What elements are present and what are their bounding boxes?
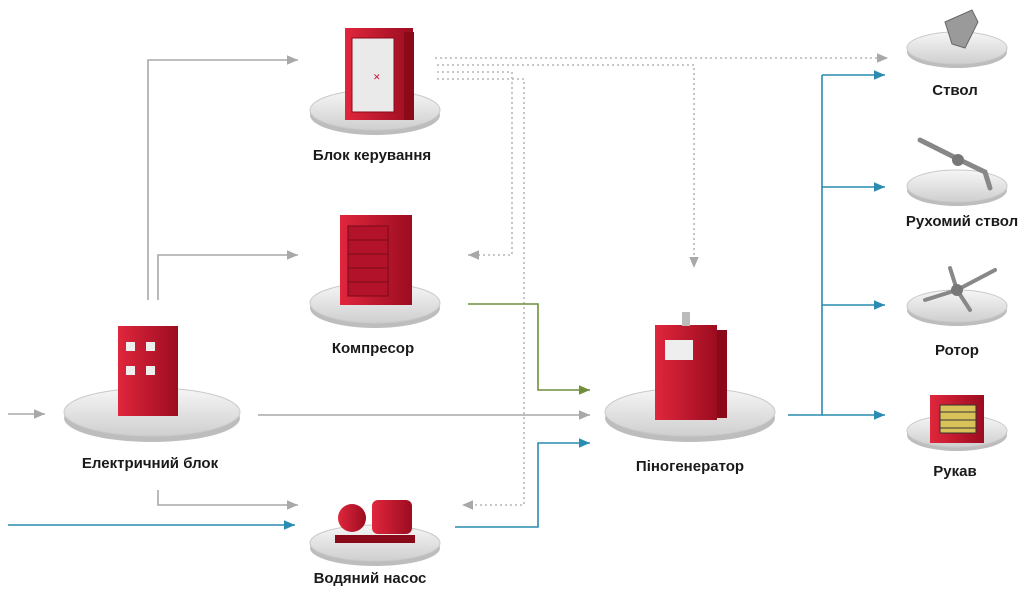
label-electric-unit: Електричний блок [81,455,219,472]
control-line-to-compressor [437,71,513,260]
label-water-pump: Водяний насос [313,570,427,587]
control-lines [435,53,888,510]
nozzle-node [906,9,1008,68]
foam-generator-node [604,312,776,442]
label-foam-generator: Піногенератор [635,458,745,475]
label-movable-nozzle: Рухомий ствол [905,213,1019,230]
power-line-to-water-pump [157,490,298,510]
control-line-to-foam-generator [437,64,699,268]
movable-nozzle-icon [917,137,993,191]
pump-base [335,535,415,543]
power-lines [8,55,590,510]
generator-panel [665,340,693,360]
generator-cabinet [655,325,717,420]
control-line-to-water-pump [437,78,525,510]
water-pump-node [309,500,441,566]
label-compressor: Компресор [331,340,415,357]
label-nozzle: Ствол [932,82,978,99]
power-line-to-compressor [157,250,298,300]
water-line-pump-to-foam-generator [455,438,590,528]
pump-motor [372,500,412,534]
label-rotor: Ротор [935,342,979,359]
foam-line-trunk [788,75,823,416]
control-unit-node: ✕ [309,28,441,135]
hose-node [906,395,1008,451]
pump-volute [338,504,366,532]
power-line-to-control-unit [147,55,298,300]
compressor-node [309,215,441,328]
nozzle-icon [944,9,979,49]
platform [906,169,1008,203]
generator-pipe [682,312,690,326]
cabinet-window [351,37,395,113]
logo-mark: ✕ [373,73,381,83]
hose-reel-drum [939,404,977,434]
water-lines [8,70,885,530]
air-lines [468,303,590,395]
label-hose: Рукав [933,463,977,480]
label-control-unit: Блок керування [312,147,432,164]
air-line-compressor-to-foam-generator [468,303,590,395]
electric-unit-node [63,326,241,442]
cabinet-side [404,32,414,120]
movable-nozzle-node [906,137,1008,206]
rotor-node [906,266,1008,326]
compressor-grill [347,225,389,297]
